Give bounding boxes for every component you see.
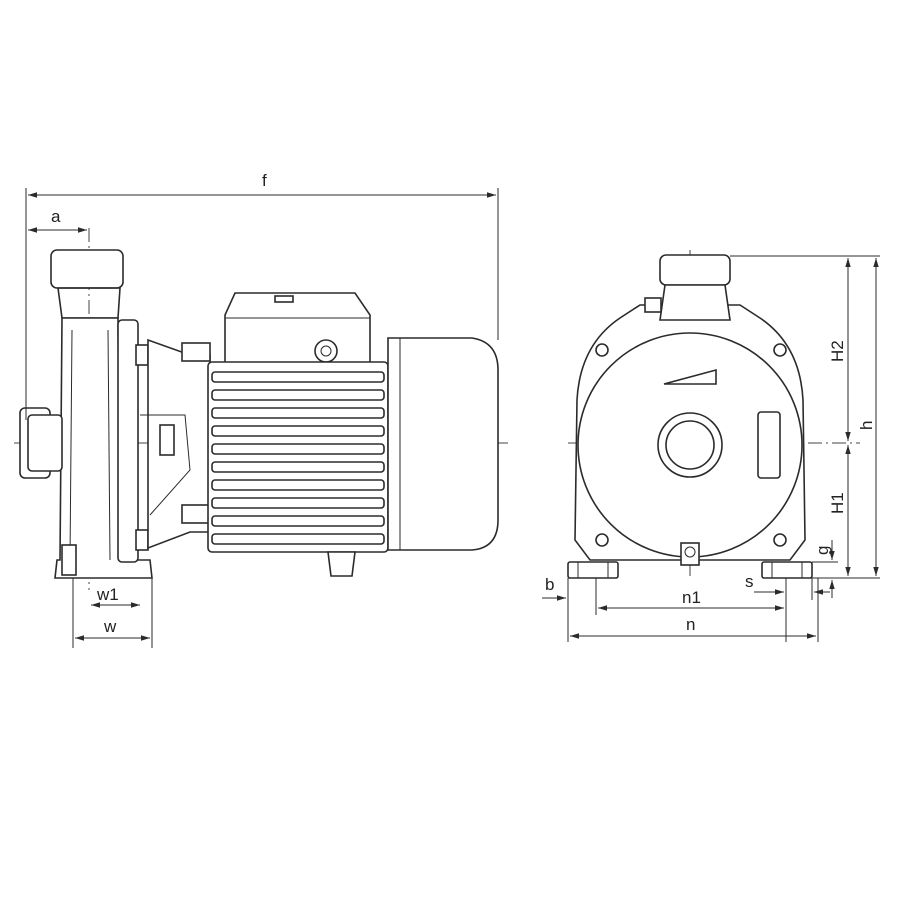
dim-h-label: h	[857, 421, 876, 430]
bolt-hole	[773, 533, 787, 547]
mounting-flange	[117, 319, 139, 563]
side-view	[14, 228, 512, 590]
bolt-hole	[773, 343, 787, 357]
front-discharge-outlet	[659, 254, 731, 286]
dim-s-label: s	[745, 572, 754, 591]
cooling-fins	[211, 371, 385, 545]
bolt-hole	[595, 343, 609, 357]
dim-b-label: b	[545, 575, 554, 594]
dim-H2-label: H2	[828, 340, 847, 362]
rotation-arrow	[663, 368, 717, 385]
terminal-box-screw	[274, 295, 294, 303]
cable-gland	[314, 339, 338, 363]
foot-right	[761, 561, 813, 579]
motor-foot	[327, 551, 356, 577]
drain-plug-head	[684, 546, 696, 558]
bracket-boss	[159, 424, 175, 456]
dim-w-label: w	[103, 617, 117, 636]
discharge-outlet	[50, 249, 124, 289]
bracket-rib	[140, 414, 191, 516]
dim-a-label: a	[51, 207, 61, 226]
foot-bolt	[61, 544, 77, 576]
terminal-box	[224, 292, 371, 366]
casing-rib	[107, 329, 111, 561]
flange-bolt	[135, 344, 149, 366]
bolt-hole	[595, 533, 609, 547]
foot-left	[567, 561, 619, 579]
drain-plug	[680, 542, 700, 566]
nameplate	[757, 411, 781, 479]
bracket-lug	[181, 504, 211, 524]
dim-w1-label: w1	[96, 585, 119, 604]
priming-plug	[644, 297, 662, 313]
casing-rib	[69, 329, 73, 561]
dim-f-label: f	[262, 171, 267, 190]
suction-port-inner	[665, 420, 715, 470]
front-view	[567, 250, 860, 580]
fan-cover	[387, 337, 499, 551]
dimensions: f a w1 w H2 H1 h g b n1	[25, 171, 880, 648]
cable-gland-hole	[320, 345, 332, 357]
dim-H1-label: H1	[828, 492, 847, 514]
dim-g-label: g	[813, 546, 832, 555]
front-outlet-neck	[659, 284, 731, 321]
bracket-lug	[181, 342, 211, 362]
flange-bolt	[135, 529, 149, 551]
dim-n-label: n	[686, 615, 695, 634]
dim-n1-label: n1	[682, 588, 701, 607]
suction-inlet-flange	[27, 414, 63, 472]
